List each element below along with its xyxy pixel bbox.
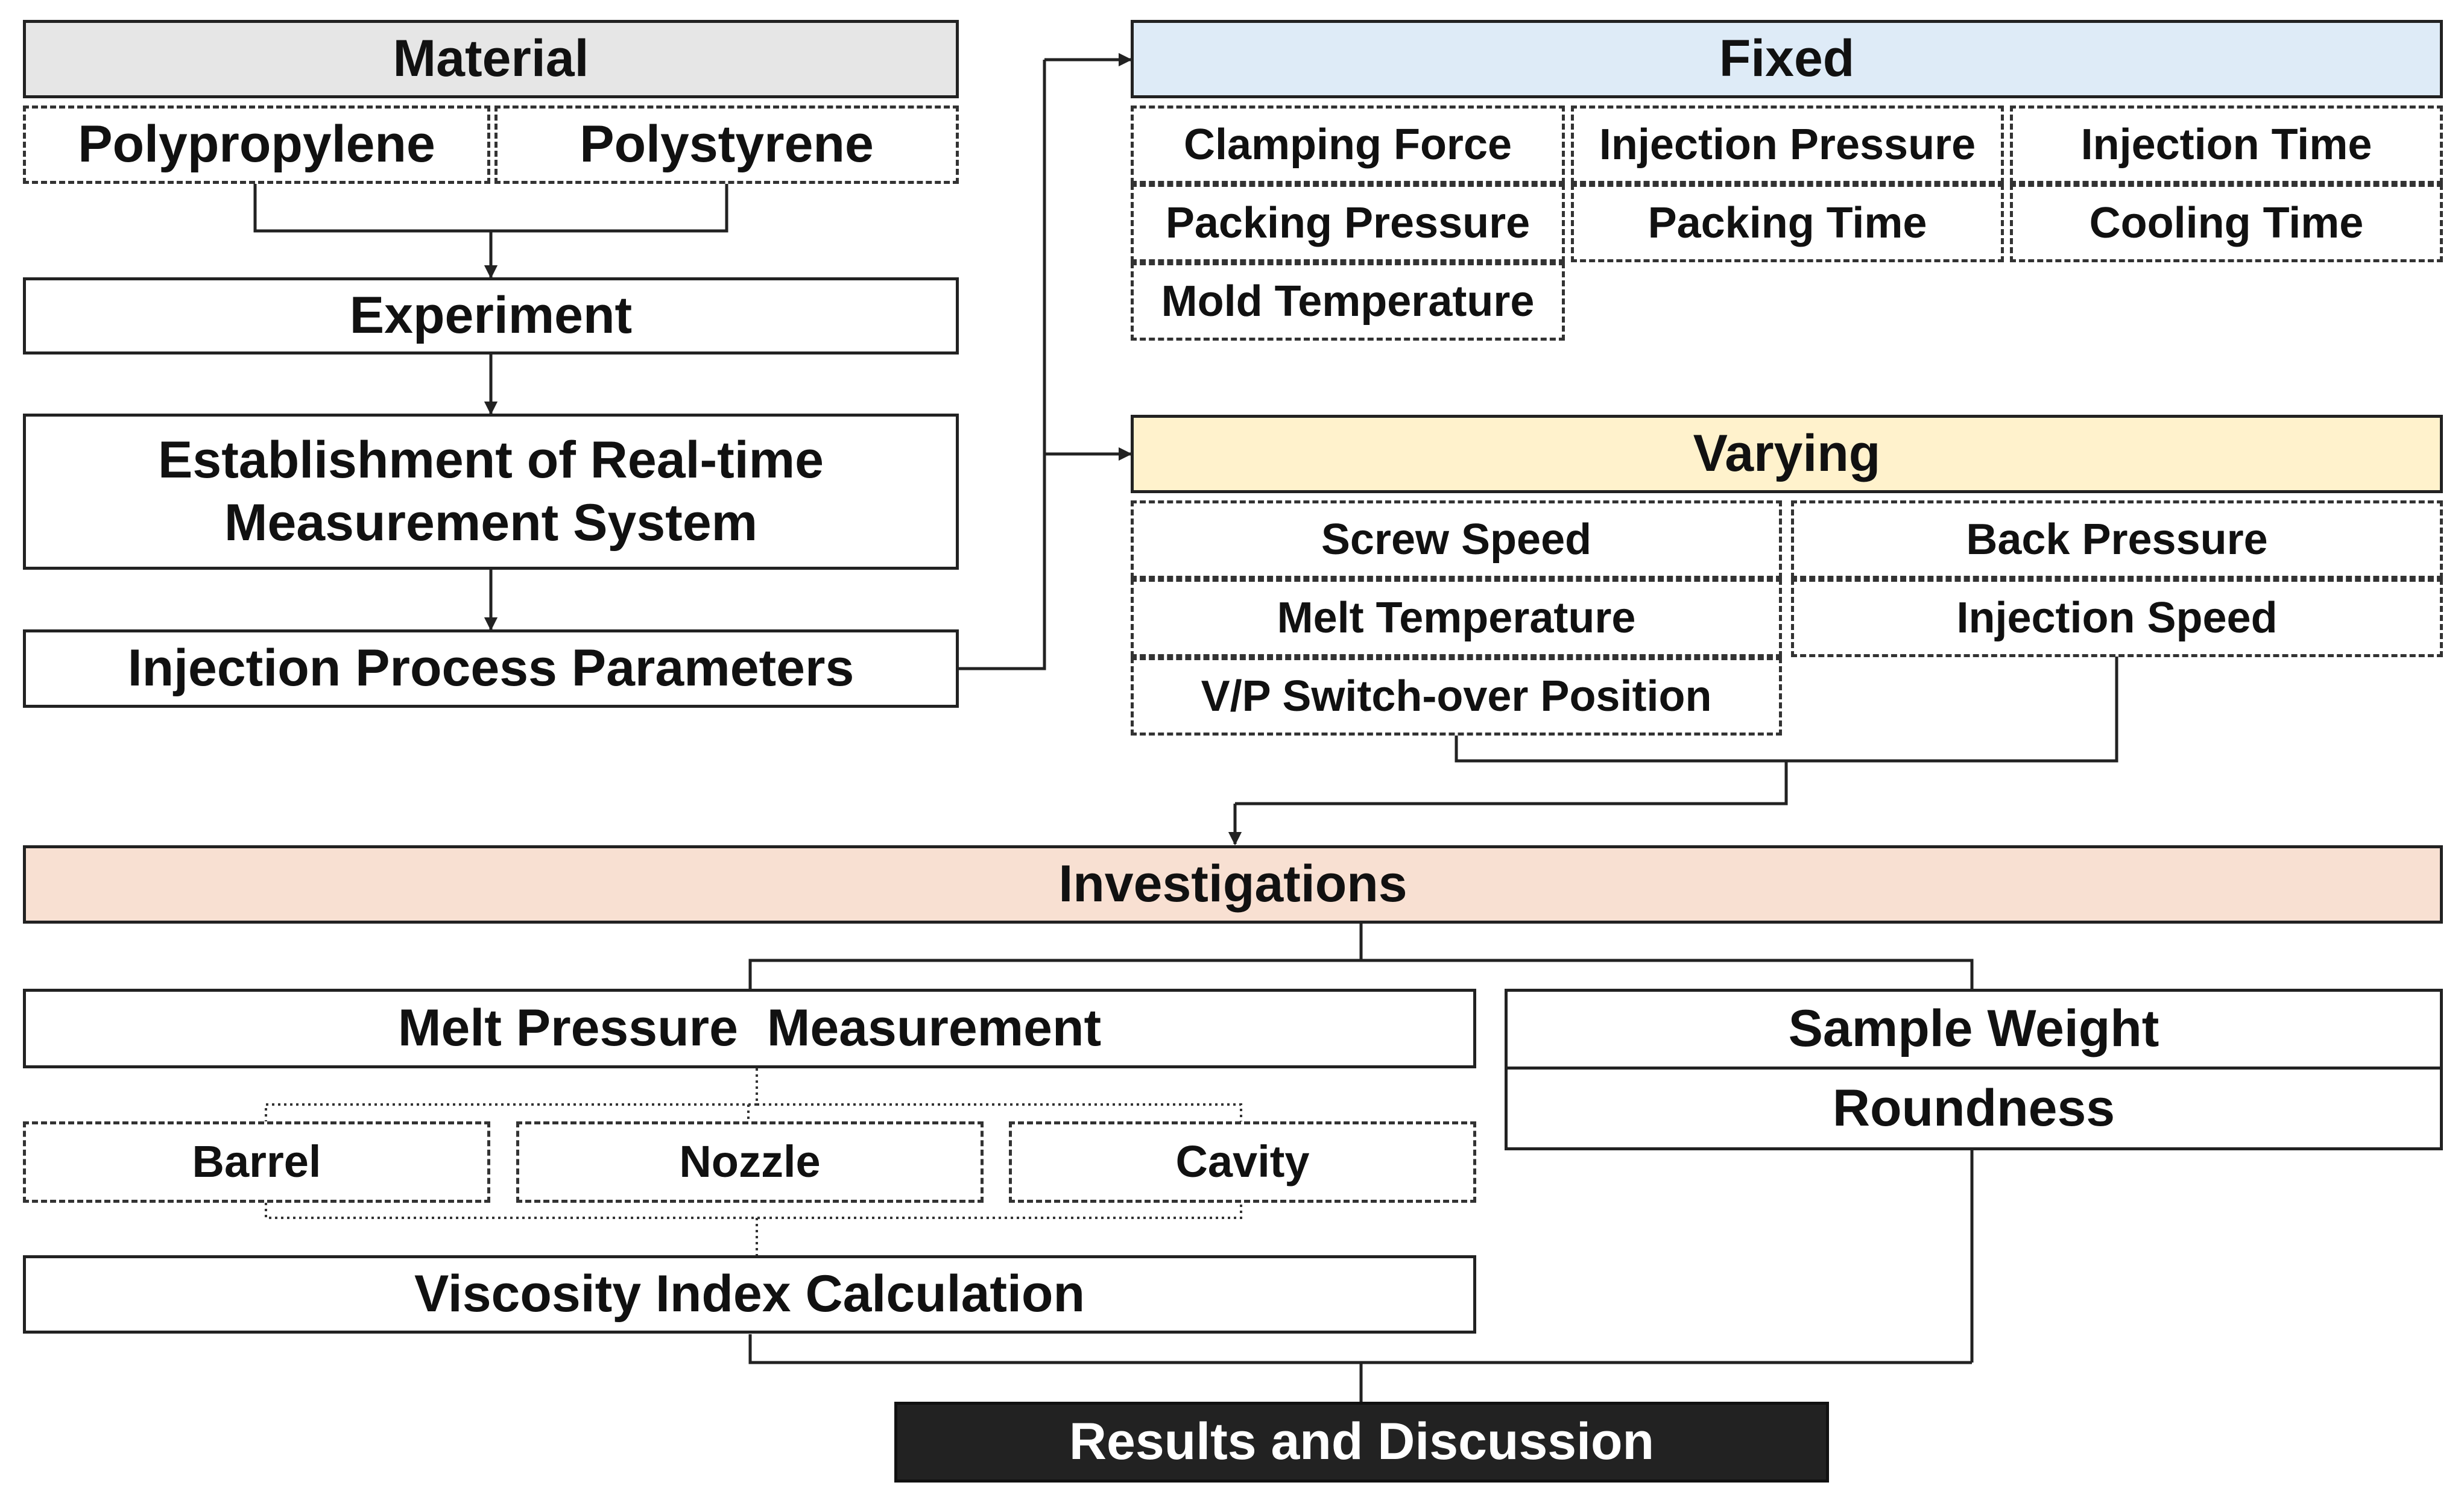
investigations-split-line — [748, 959, 1974, 989]
fixed-item-packing-time: Packing Time — [1571, 184, 2004, 262]
material-header: Material — [23, 20, 959, 98]
fixed-item-mold-temperature: Mold Temperature — [1131, 262, 1565, 341]
varying-item-back-pressure: Back Pressure — [1791, 500, 2443, 579]
fixed-item-cooling-time: Cooling Time — [2010, 184, 2443, 262]
viscosity-index-box: Viscosity Index Calculation — [23, 1255, 1476, 1334]
varying-item-vp-switch-over: V/P Switch-over Position — [1131, 657, 1782, 736]
varying-header: Varying — [1131, 415, 2443, 493]
fixed-header: Fixed — [1131, 20, 2443, 98]
location-nozzle: Nozzle — [516, 1121, 984, 1203]
varying-down-line — [1235, 761, 1788, 805]
location-barrel: Barrel — [23, 1121, 490, 1203]
material-join-line — [253, 184, 728, 233]
melt-to-locations-dotted — [265, 1068, 1242, 1121]
varying-item-injection-speed: Injection Speed — [1791, 579, 2443, 657]
results-and-discussion-box: Results and Discussion — [894, 1402, 1829, 1483]
material-option-polypropylene: Polypropylene — [23, 106, 490, 184]
fixed-item-packing-pressure: Packing Pressure — [1131, 184, 1565, 262]
location-cavity: Cavity — [1009, 1121, 1476, 1203]
sample-weight-box: Sample Weight — [1505, 989, 2443, 1070]
establishment-box: Establishment of Real-time Measurement S… — [23, 414, 959, 570]
material-option-polystyrene: Polystyrene — [494, 106, 959, 184]
varying-item-melt-temperature: Melt Temperature — [1131, 579, 1782, 657]
melt-pressure-measurement-box: Melt Pressure Measurement — [23, 989, 1476, 1068]
varying-item-screw-speed: Screw Speed — [1131, 500, 1782, 579]
results-join-line — [748, 1334, 1972, 1364]
experiment-box: Experiment — [23, 277, 959, 355]
fixed-item-injection-pressure: Injection Pressure — [1571, 106, 2004, 184]
parameters-branch-line — [959, 60, 1046, 670]
locations-to-viscosity-dotted — [265, 1203, 1242, 1255]
investigations-header: Investigations — [23, 845, 2443, 924]
fixed-item-injection-time: Injection Time — [2010, 106, 2443, 184]
fixed-item-clamping-force: Clamping Force — [1131, 106, 1565, 184]
injection-parameters-box: Injection Process Parameters — [23, 629, 959, 708]
roundness-box: Roundness — [1505, 1067, 2443, 1150]
